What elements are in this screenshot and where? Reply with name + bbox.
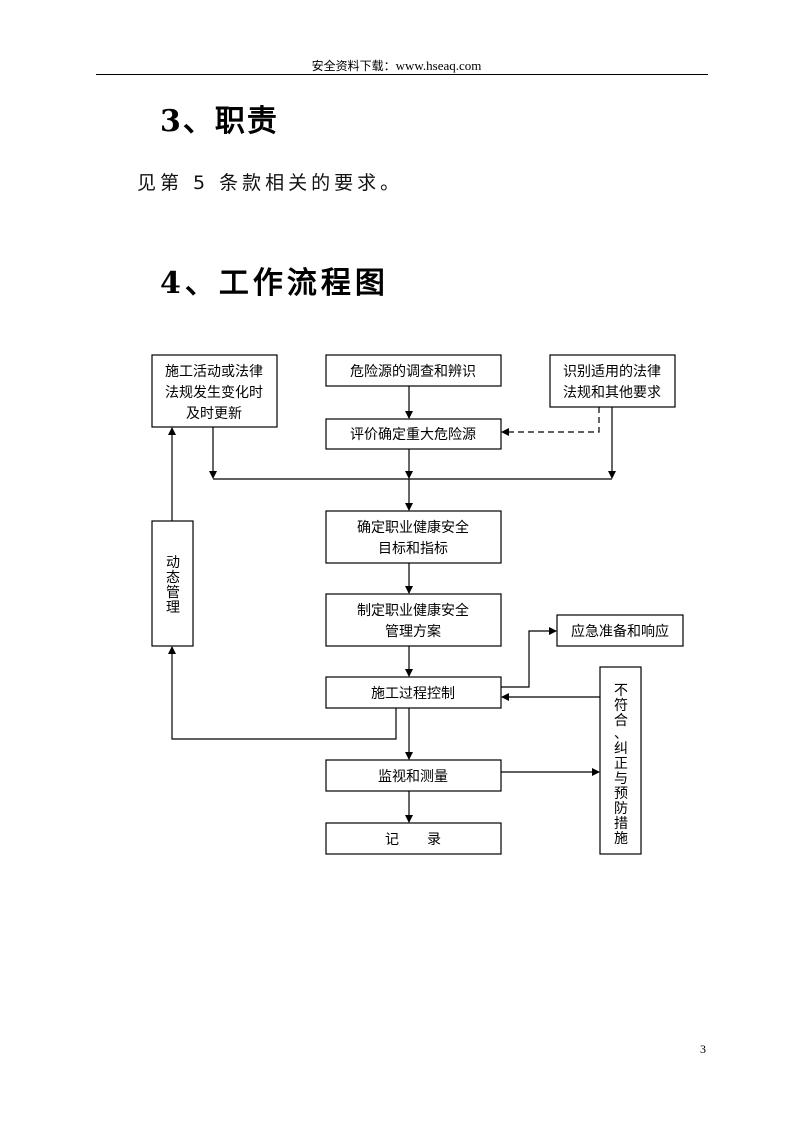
node-nonconformity-char-8: 预: [614, 786, 628, 802]
header-divider: [96, 74, 708, 75]
node-nonconformity-char-7: 与: [614, 771, 628, 787]
node-dynamic-mgmt-char-1: 动: [166, 555, 180, 571]
node-hazard-survey-label: 危险源的调查和辨识: [350, 364, 476, 380]
node-records-box: [325, 822, 502, 855]
node-legal-identify-label-2: 法规和其他要求: [563, 385, 661, 401]
node-objectives-box: [325, 510, 502, 564]
node-update-label-2: 法规发生变化时: [165, 385, 263, 401]
node-legal-identify-label-1: 识别适用的法律: [563, 364, 661, 380]
node-evaluate-label: 评价确定重大危险源: [350, 427, 476, 443]
node-dynamic-mgmt-char-2: 态: [166, 570, 180, 586]
node-nonconformity-char-4: 、: [614, 726, 628, 742]
node-process-control-box: [325, 676, 502, 709]
section-4-heading: 4、工作流程图: [160, 266, 389, 301]
node-update-label-3: 及时更新: [186, 406, 242, 422]
page-header: 安全资料下载：www.hseaq.com: [0, 57, 793, 74]
page-number: 3: [700, 1042, 706, 1056]
node-dynamic-mgmt-char-3: 管: [166, 585, 180, 601]
node-nonconformity-char-9: 防: [614, 801, 628, 817]
arrow-control-to-emergency: [501, 627, 557, 688]
node-legal-identify-box: [549, 354, 676, 408]
node-nonconformity-char-1: 不: [614, 683, 628, 699]
node-evaluate-box: [325, 418, 502, 450]
node-program-label-1: 制定职业健康安全: [357, 602, 469, 619]
node-nonconformity-char-2: 符: [614, 698, 628, 714]
arrow-control-to-dynamic: [168, 646, 397, 740]
node-nonconformity-char-5: 纠: [614, 741, 628, 757]
arrow-legal-to-evaluate-dashed: [501, 407, 600, 436]
node-nonconformity-char-10: 措: [614, 816, 628, 832]
node-objectives-label-1: 确定职业健康安全: [357, 519, 469, 536]
node-objectives-label-2: 目标和指标: [378, 541, 448, 557]
node-update-box: [151, 354, 278, 428]
header-label: 安全资料下载：: [311, 59, 396, 73]
node-update-label-1: 施工活动或法律: [165, 364, 263, 380]
node-process-control-label: 施工过程控制: [371, 686, 455, 702]
node-emergency-label: 应急准备和响应: [571, 623, 669, 640]
node-emergency-box: [556, 614, 684, 647]
node-program-box: [325, 593, 502, 647]
node-nonconformity-box: [599, 666, 642, 855]
node-nonconformity-char-6: 正: [614, 756, 628, 772]
node-dynamic-mgmt-char-4: 理: [166, 600, 180, 616]
node-records-label: 记 录: [385, 832, 441, 848]
node-dynamic-mgmt-box: [151, 520, 194, 647]
node-program-label-2: 管理方案: [385, 623, 441, 640]
section-3-heading: 3、职责: [160, 104, 279, 139]
node-nonconformity-char-11: 施: [614, 831, 628, 847]
header-url[interactable]: www.hseaq.com: [395, 58, 482, 73]
node-hazard-survey-box: [325, 354, 502, 387]
node-monitoring-label: 监视和测量: [378, 769, 448, 785]
node-nonconformity-char-3: 合: [614, 713, 628, 729]
section-3-text: 见第 5 条款相关的要求。: [137, 172, 404, 194]
node-monitoring-box: [325, 759, 502, 792]
